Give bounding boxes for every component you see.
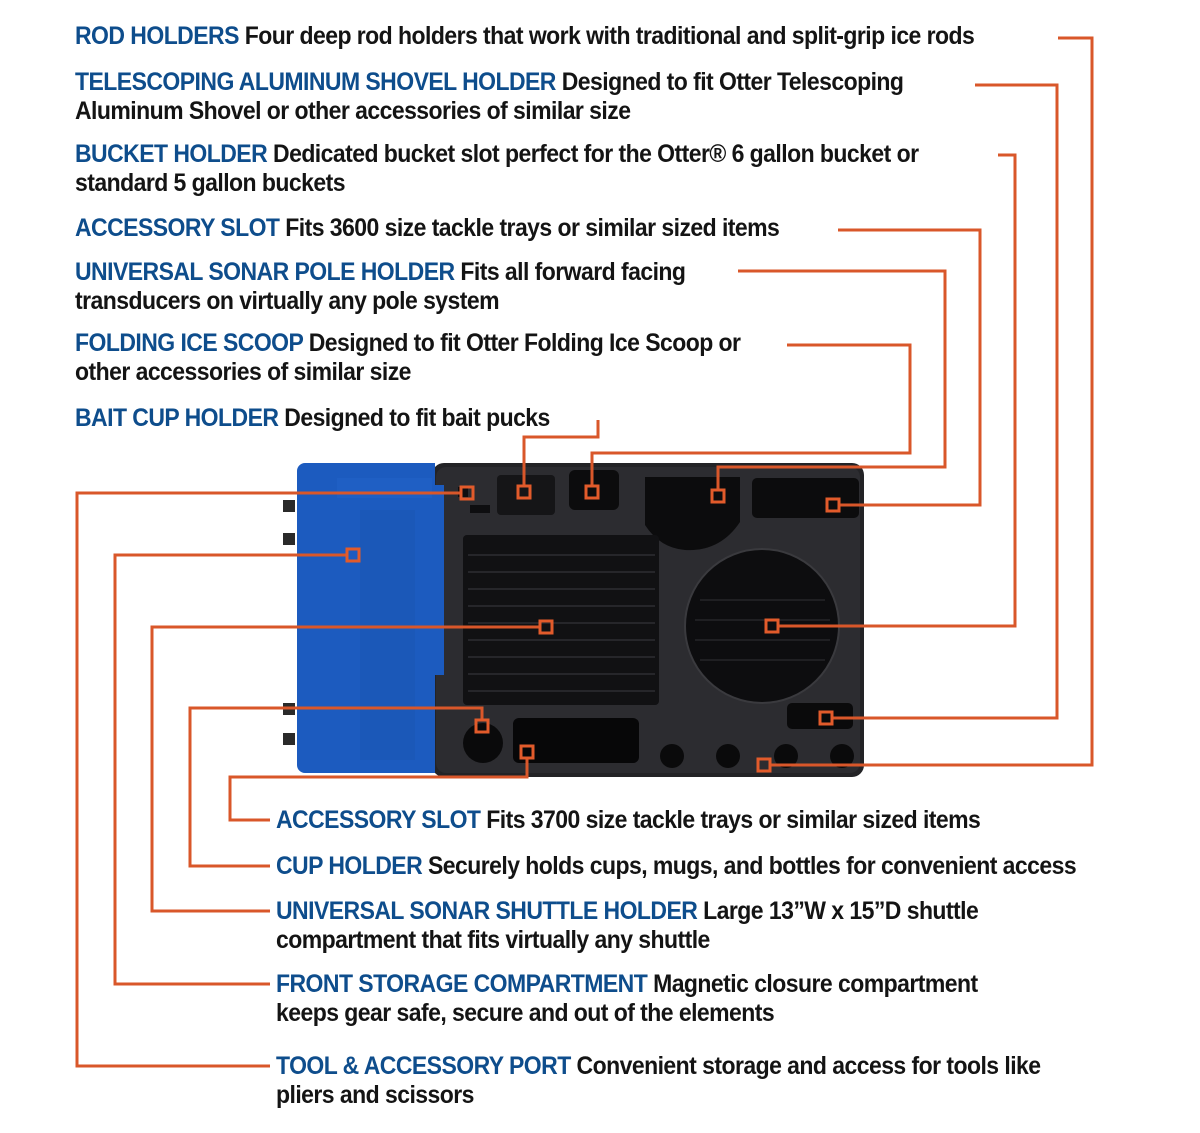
callout-title: UNIVERSAL SONAR POLE HOLDER — [75, 258, 455, 286]
leader-bucket-holder — [778, 153, 1017, 628]
marker-bait-cup — [516, 484, 532, 500]
marker-rod-holders — [756, 757, 772, 773]
callout-desc: Fits all forward facing — [460, 258, 686, 286]
scoop-slot — [569, 470, 619, 510]
callout-cup-holder: CUP HOLDER Securely holds cups, mugs, an… — [276, 852, 1077, 881]
callout-title: ACCESSORY SLOT — [276, 806, 481, 834]
callout-desc: Convenient storage and access for tools … — [576, 1052, 1042, 1080]
marker-accessory-3600 — [825, 497, 841, 513]
leader-sonar-pole — [716, 269, 947, 490]
callout-desc: Dedicated bucket slot perfect for the Ot… — [273, 140, 919, 168]
callout-shuttle-holder: UNIVERSAL SONAR SHUTTLE HOLDER Large 13”… — [276, 897, 979, 955]
callout-desc-line2: Aluminum Shovel or other accessories of … — [75, 97, 631, 125]
callout-title: BUCKET HOLDER — [75, 140, 268, 168]
leader-shuttle-holder — [150, 625, 540, 913]
leader-rod-holders — [770, 36, 1094, 767]
callout-title: CUP HOLDER — [276, 852, 423, 880]
callout-tool-port: TOOL & ACCESSORY PORT Convenient storage… — [276, 1052, 1041, 1110]
tray-body — [432, 463, 864, 777]
callout-desc: Designed to fit Otter Telescoping — [555, 68, 904, 96]
callout-desc: Magnetic closure compartment — [653, 970, 978, 998]
shuttle-compartment — [463, 535, 659, 705]
accessory-3700-slot — [513, 718, 639, 763]
marker-cup-holder — [474, 718, 490, 734]
bait-cup-slot — [497, 475, 555, 515]
callout-desc: Fits 3600 size tackle trays or similar s… — [285, 214, 780, 242]
callout-sonar-pole: UNIVERSAL SONAR POLE HOLDER Fits all for… — [75, 258, 686, 316]
shuttle-ribs — [468, 554, 655, 692]
callout-desc: Fits 3700 size tackle trays or similar s… — [486, 806, 981, 834]
callout-shovel-holder: TELESCOPING ALUMINUM SHOVEL HOLDER Desig… — [75, 68, 904, 126]
callout-desc-line2: other accessories of similar size — [75, 358, 411, 386]
callout-bait-cup: BAIT CUP HOLDER Designed to fit bait puc… — [75, 404, 550, 433]
markers — [345, 484, 841, 773]
marker-sonar-pole — [710, 488, 726, 504]
leader-folding-scoop — [590, 343, 912, 486]
callout-desc: Securely holds cups, mugs, and bottles f… — [427, 852, 1077, 880]
marker-folding-scoop — [584, 484, 600, 500]
callout-title: FRONT STORAGE COMPARTMENT — [276, 970, 648, 998]
callout-desc: Large 13”W x 15”D shuttle — [703, 897, 979, 925]
cup-holder — [463, 723, 503, 763]
leader-tool-port — [75, 491, 461, 1068]
marker-front-storage — [345, 547, 361, 563]
rod-holders — [660, 744, 854, 768]
leader-accessory-3600 — [838, 228, 982, 507]
leader-shovel-holder — [832, 83, 1059, 720]
marker-accessory-3700 — [519, 744, 535, 760]
leader-lines — [75, 36, 1094, 1068]
leader-bait-cup — [522, 420, 600, 486]
callout-title: BAIT CUP HOLDER — [75, 404, 279, 432]
callout-desc: Designed to fit Otter Folding Ice Scoop … — [302, 329, 741, 357]
callout-title: TELESCOPING ALUMINUM SHOVEL HOLDER — [75, 68, 556, 96]
callout-title: ACCESSORY SLOT — [75, 214, 280, 242]
callout-accessory-3700: ACCESSORY SLOT Fits 3700 size tackle tra… — [276, 806, 981, 835]
marker-tool-port — [459, 485, 475, 501]
callout-folding-scoop: FOLDING ICE SCOOP Designed to fit Otter … — [75, 329, 741, 387]
marker-bucket-holder — [764, 618, 780, 634]
callout-accessory-3600: ACCESSORY SLOT Fits 3600 size tackle tra… — [75, 214, 780, 243]
leader-accessory-3700 — [228, 758, 529, 822]
accessory-3600-slot — [752, 478, 859, 518]
callout-title: TOOL & ACCESSORY PORT — [276, 1052, 571, 1080]
callout-desc-line2: keeps gear safe, secure and out of the e… — [276, 999, 775, 1027]
front-storage-lid[interactable] — [283, 463, 444, 773]
callout-rod-holders: ROD HOLDERS Four deep rod holders that w… — [75, 22, 975, 51]
callout-front-storage: FRONT STORAGE COMPARTMENT Magnetic closu… — [276, 970, 978, 1028]
callout-desc-line2: standard 5 gallon buckets — [75, 169, 346, 197]
leader-front-storage — [113, 553, 347, 986]
callout-title: FOLDING ICE SCOOP — [75, 329, 303, 357]
sonar-pole-slot — [645, 477, 740, 551]
leader-cup-holder — [188, 706, 484, 868]
marker-shovel-holder — [818, 710, 834, 726]
callout-desc-line2: pliers and scissors — [276, 1081, 474, 1109]
marker-shuttle-holder — [538, 619, 554, 635]
callout-desc: Designed to fit bait pucks — [284, 404, 550, 432]
callout-desc-line2: compartment that fits virtually any shut… — [276, 926, 710, 954]
callout-desc: Four deep rod holders that work with tra… — [244, 22, 975, 50]
callout-title: UNIVERSAL SONAR SHUTTLE HOLDER — [276, 897, 698, 925]
callout-title: ROD HOLDERS — [75, 22, 239, 50]
callout-desc-line2: transducers on virtually any pole system — [75, 287, 500, 315]
callout-bucket-holder: BUCKET HOLDER Dedicated bucket slot perf… — [75, 140, 919, 198]
